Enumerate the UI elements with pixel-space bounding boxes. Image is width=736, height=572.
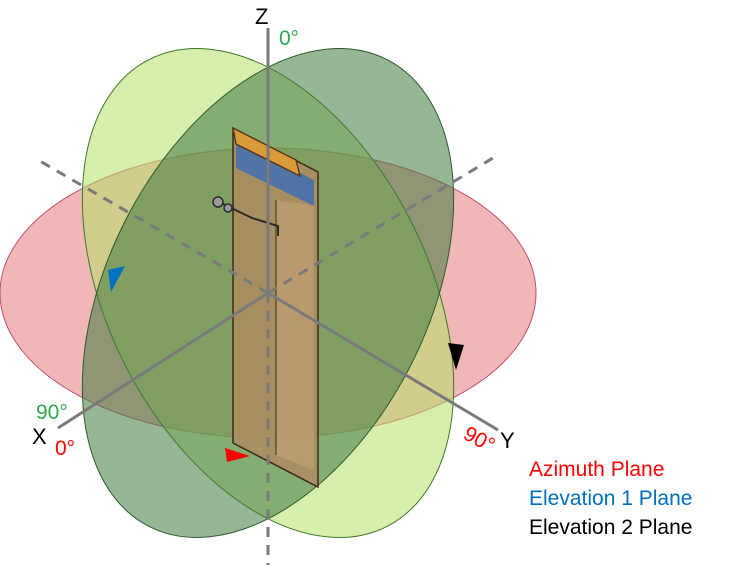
legend-elevation2-plane: Elevation 2 Plane (529, 516, 693, 539)
legend-elevation1-plane: Elevation 1 Plane (529, 487, 693, 510)
z-axis-label: Z (255, 4, 268, 29)
x-axis-solid (57, 291, 269, 430)
coordinate-axes (37, 28, 499, 565)
y-axis-label: Y (500, 428, 515, 453)
legend: Azimuth Plane Elevation 1 Plane Elevatio… (529, 455, 692, 542)
antenna-board (212, 126, 319, 489)
elevation2-direction-arrow (448, 343, 464, 370)
x-ninety-degree-label: 90° (36, 401, 68, 424)
x-axis-dashed (267, 153, 499, 295)
x-axis-label: X (32, 424, 47, 449)
y-axis-solid (267, 291, 499, 432)
z-zero-degree-label: 0° (279, 27, 299, 50)
elevation1-direction-arrow (108, 266, 125, 292)
y-axis-dashed (37, 158, 269, 295)
azimuth-direction-arrow (225, 448, 250, 462)
legend-azimuth-plane: Azimuth Plane (529, 458, 665, 481)
x-zero-degree-label: 0° (55, 437, 75, 460)
